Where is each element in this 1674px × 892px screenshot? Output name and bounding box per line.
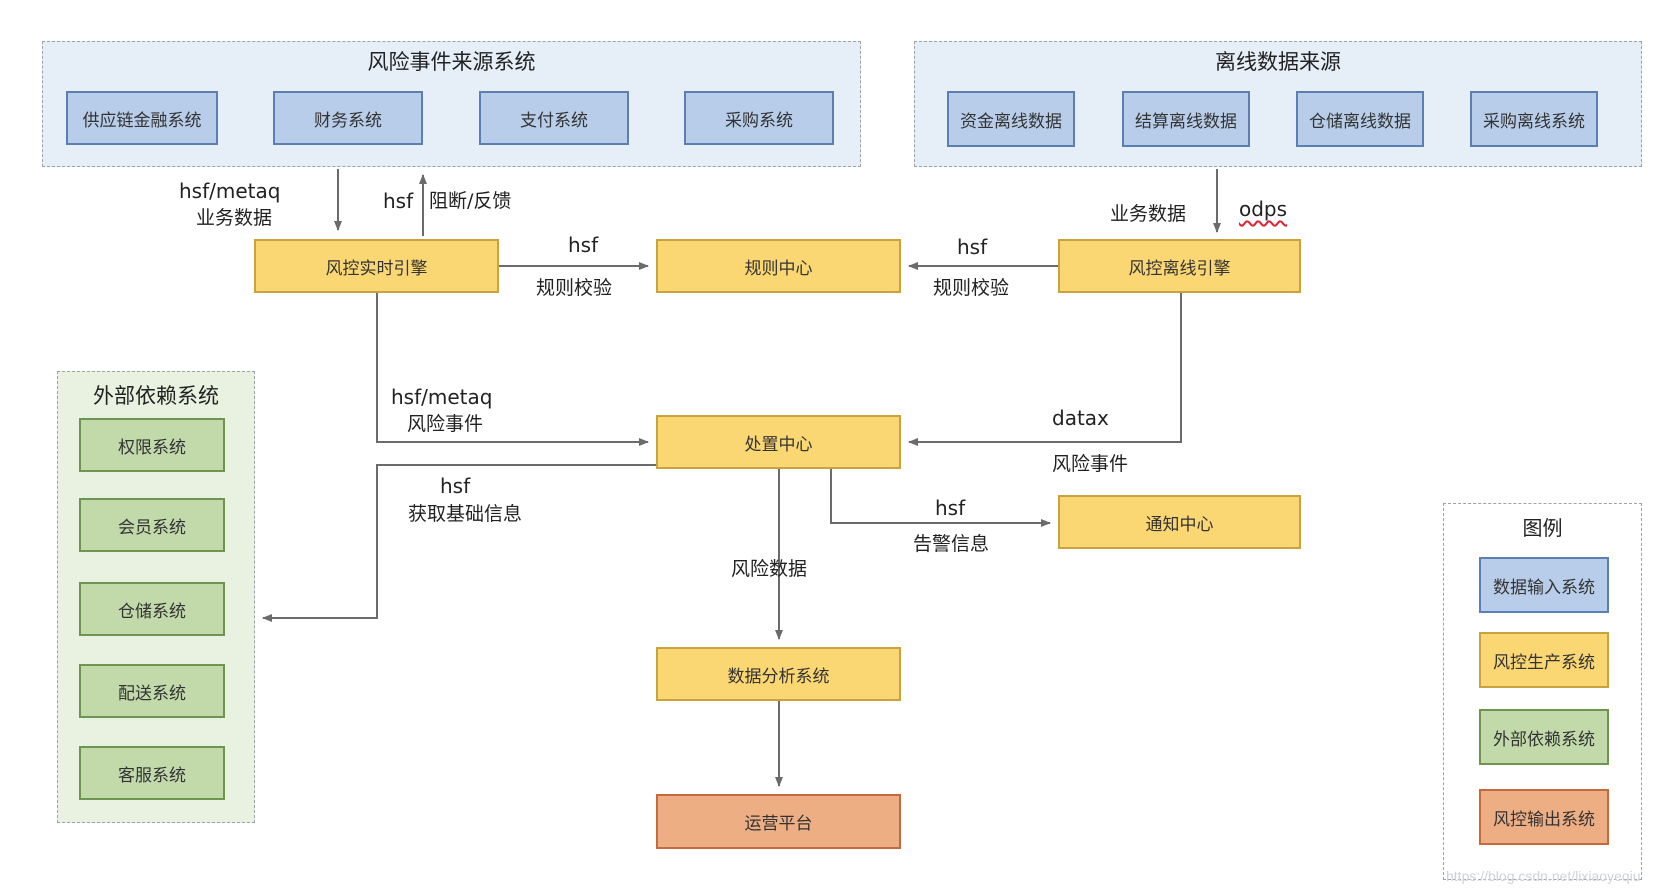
label-src-rt-data: 业务数据 <box>196 207 273 229</box>
label-disposal-external-protocol: hsf <box>440 474 471 498</box>
arrow-disposal-to-notify <box>830 469 1051 527</box>
legend-output-system: 风控输出系统 <box>1479 789 1609 845</box>
label-offline-disposal-data: 风险事件 <box>1052 453 1129 475</box>
label-rt-rule-action: 规则校验 <box>536 277 613 299</box>
legend-production-system: 风控生产系统 <box>1479 632 1609 688</box>
label-disposal-notify-protocol: hsf <box>935 496 966 520</box>
label-rt-rule-protocol: hsf <box>568 233 599 257</box>
label-rt-disposal-protocol: hsf/metaq <box>391 385 493 409</box>
label-offline-rule-action: 规则校验 <box>933 277 1010 299</box>
arrow-disposal-to-external <box>262 464 656 622</box>
label-rt-disposal-data: 风险事件 <box>407 413 484 435</box>
arrow-offline-to-disposal <box>908 293 1182 446</box>
permission-system: 权限系统 <box>79 418 225 472</box>
procurement-system: 采购系统 <box>684 91 834 145</box>
external-dependencies-title: 外部依赖系统 <box>93 384 219 408</box>
finance-system: 财务系统 <box>273 91 423 145</box>
offline-sources-title: 离线数据来源 <box>1215 50 1341 74</box>
label-offline-engine-protocol: odps <box>1239 197 1288 221</box>
delivery-system: 配送系统 <box>79 664 225 718</box>
label-disposal-analysis-data: 风险数据 <box>731 558 808 580</box>
supply-chain-finance-system: 供应链金融系统 <box>66 91 218 145</box>
data-analysis-system: 数据分析系统 <box>656 647 901 701</box>
label-src-rt-protocol: hsf/metaq <box>179 179 281 203</box>
label-disposal-external-action: 获取基础信息 <box>408 503 523 525</box>
label-offline-rule-protocol: hsf <box>957 235 988 259</box>
legend-input-system: 数据输入系统 <box>1479 557 1609 613</box>
label-rt-src-protocol: hsf <box>383 189 414 213</box>
payment-system: 支付系统 <box>479 91 629 145</box>
watermark: https://blog.csdn.net/lixiaoyeqiu <box>1446 868 1641 884</box>
legend-external-system: 外部依赖系统 <box>1479 709 1609 765</box>
notification-center: 通知中心 <box>1058 495 1301 549</box>
disposal-center: 处置中心 <box>656 415 901 469</box>
event-sources-title: 风险事件来源系统 <box>367 50 536 74</box>
label-disposal-notify-data: 告警信息 <box>913 533 990 555</box>
label-offline-disposal-protocol: datax <box>1052 406 1109 430</box>
warehouse-offline-data: 仓储离线数据 <box>1296 91 1424 147</box>
realtime-risk-engine: 风控实时引擎 <box>254 239 499 293</box>
funds-offline-data: 资金离线数据 <box>947 91 1075 147</box>
member-system: 会员系统 <box>79 498 225 552</box>
rule-center: 规则中心 <box>656 239 901 293</box>
label-rt-src-action: 阻断/反馈 <box>429 190 512 212</box>
procurement-offline-system: 采购离线系统 <box>1470 91 1598 147</box>
warehouse-system: 仓储系统 <box>79 582 225 636</box>
offline-risk-engine: 风控离线引擎 <box>1058 239 1301 293</box>
legend-title: 图例 <box>1522 516 1563 540</box>
operations-platform: 运营平台 <box>656 794 901 849</box>
label-offline-engine-data: 业务数据 <box>1110 203 1187 225</box>
settlement-offline-data: 结算离线数据 <box>1122 91 1250 147</box>
customer-service-system: 客服系统 <box>79 746 225 800</box>
arrow-realtime-to-disposal <box>376 293 649 446</box>
